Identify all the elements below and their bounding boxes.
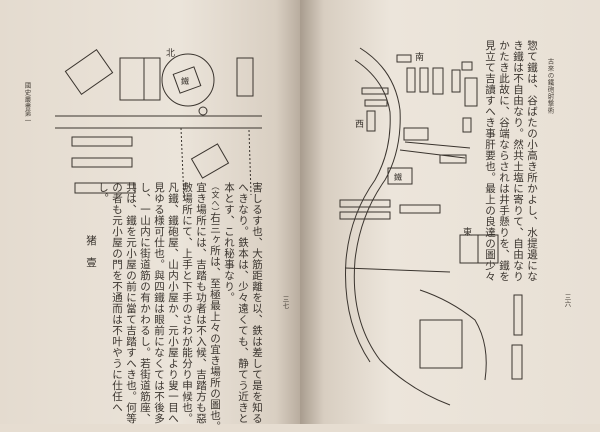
map-circle-enclosure <box>161 53 215 107</box>
text-column: 惣て鐵は、谷ばたの小高き所かよし、水提邊にな <box>526 40 538 282</box>
right-map-illustration: 南 東 西 鐵 <box>339 47 523 406</box>
page-number: 三七 <box>281 296 289 309</box>
text-column: かたき此故に、谷端ならされは井手懸りを、鐵を <box>498 40 510 282</box>
text-column: 右三ヶ所は、至極最上々の宜き場所の圖也。 <box>209 212 221 432</box>
map-building <box>119 57 161 101</box>
text-column: 本とす、これ秘事なり。 <box>223 182 235 303</box>
text-column: き鐵は不自由なり。然共土塩に寄りて、自由なり <box>512 40 524 282</box>
map-label-south: 南 <box>415 51 424 63</box>
map-signboard <box>64 48 114 96</box>
map-label-north: 北 <box>166 48 175 59</box>
right-page: 古來の鐵砲射撃術 三六 <box>300 0 600 424</box>
map-label-east: 東 <box>463 226 472 238</box>
map-label-building: 鐵 <box>394 172 402 182</box>
left-page: 國史叢書第一 三七 北 鐵 害しるす也、大筋距離を以、鉄は差して是を知る へきな… <box>0 0 300 432</box>
text-column: 見ゆる様可仕也。與四鐵は眼前になくては不後多 <box>153 182 165 424</box>
text-column: し。 <box>97 182 109 204</box>
text-note: 猪 壹 <box>85 235 97 268</box>
text-column: （文へ） <box>211 182 220 216</box>
map-label-west: 西 <box>355 119 364 130</box>
map-label-building: 鐵 <box>181 76 189 86</box>
text-column: 凡鐵、鐵砲屋、山内小屋か、元小屋より叟一目へ <box>167 182 179 424</box>
running-header: 國史叢書第一 <box>23 82 31 124</box>
text-column: 害しるす也、大筋距離を以、鉄は差して是を知る <box>251 182 263 424</box>
page-number: 三六 <box>563 294 571 307</box>
text-column: 宜き場所には、吉踏も功者は不入候、吉踏方も惡 <box>195 182 207 424</box>
text-column: の者も元小屋の門を不通而は不叶やうに仕任へ <box>111 182 123 413</box>
text-column: へきなり。鉄本は、少々遠くても、静てう近きと <box>237 182 249 424</box>
text-column: 見立て吉讀すへき事肝要也。最上の良達の圖少々 <box>484 40 496 282</box>
running-header: 古來の鐵砲射撃術 <box>546 58 554 114</box>
text-column: 共は、鐵を元小屋の前に當て吉踏すへき也。何等 <box>125 182 137 424</box>
text-column: し、一山内に街道筋の有かわるし。若街道筋座、 <box>139 182 151 424</box>
text-column: 敷場所にて、上手と下手のさわが能分り申候也。 <box>181 182 193 424</box>
left-map-illustration: 北 鐵 <box>55 48 262 201</box>
